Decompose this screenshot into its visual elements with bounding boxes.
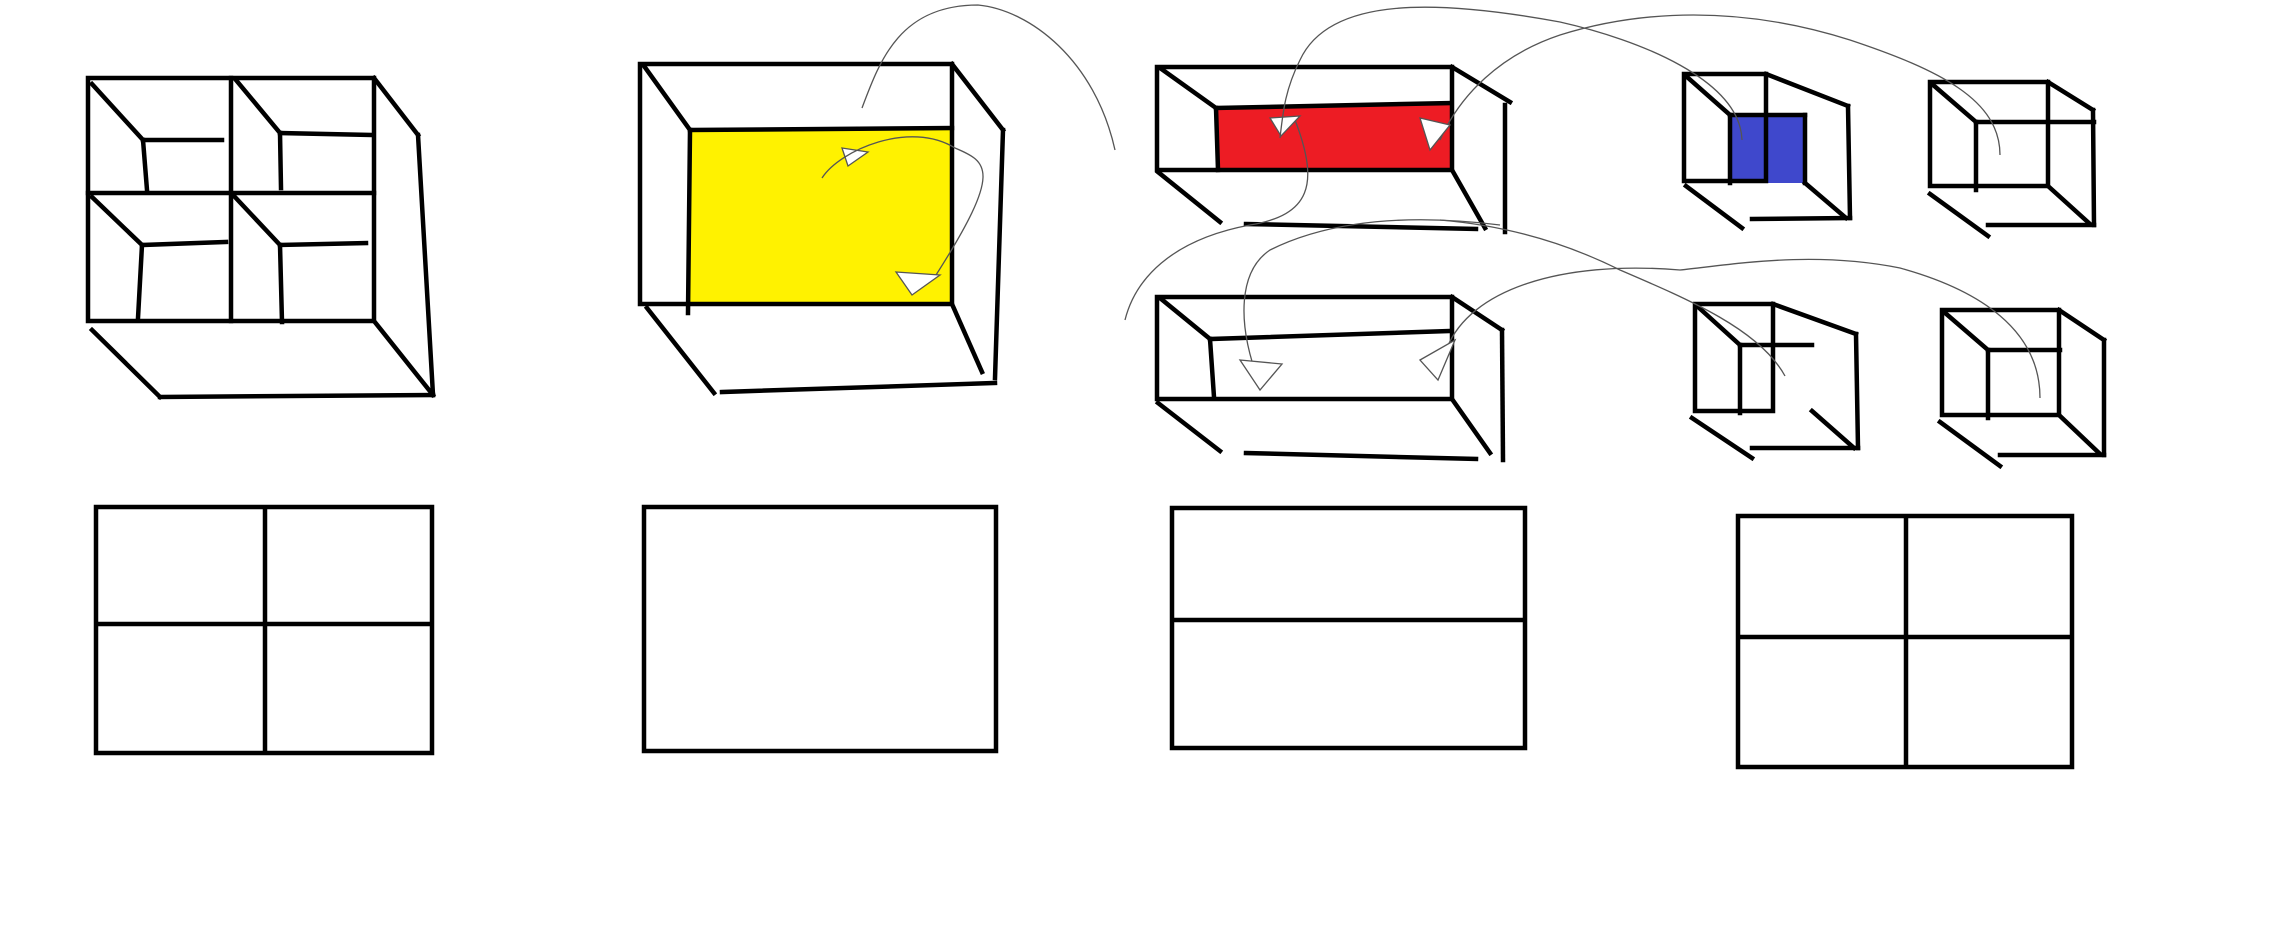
cube-small-1-edge bbox=[1749, 215, 1853, 222]
arrowhead bbox=[1418, 338, 1457, 382]
cube-small-4-edge bbox=[1936, 418, 2004, 470]
cube-small-2-edge bbox=[2044, 182, 2094, 228]
box-half-upper-edge bbox=[1213, 100, 1454, 111]
cube-small-3-edge bbox=[1853, 331, 1861, 451]
box-half-lower-edge bbox=[1448, 293, 1506, 334]
box-half-lower-edge bbox=[1243, 450, 1479, 462]
arrow-red-to-cube1 bbox=[1279, 6, 1743, 141]
box-half-upper bbox=[1154, 63, 1514, 235]
box-half-lower-edge bbox=[1156, 294, 1214, 343]
cube-small-4-edge bbox=[2055, 411, 2104, 458]
grid-1x1-frame bbox=[641, 504, 999, 754]
box-four-cell-edge bbox=[157, 392, 436, 400]
cube-small-4-front bbox=[1939, 307, 2062, 418]
box-half-lower-edge bbox=[1207, 336, 1217, 400]
box-half-lower-edge bbox=[1448, 395, 1494, 457]
box-half-lower-front bbox=[1154, 294, 1455, 402]
grid-2x1-frame bbox=[1169, 505, 1528, 751]
box-four-cell-recess bbox=[230, 192, 284, 249]
box-half-lower-edge bbox=[1499, 327, 1506, 463]
grid-1x1 bbox=[641, 504, 999, 754]
grid-2x2-right bbox=[1735, 513, 2075, 770]
box-single-cell-edge bbox=[948, 60, 1007, 134]
box-half-upper-edge bbox=[1448, 166, 1489, 232]
box-half-upper-edge bbox=[1243, 221, 1479, 232]
grid-2x1 bbox=[1169, 505, 1528, 751]
box-single-cell bbox=[637, 60, 1007, 397]
cube-small-4 bbox=[1936, 306, 2108, 470]
box-four-cell bbox=[85, 74, 437, 401]
box-single-cell-edge bbox=[640, 62, 694, 134]
arrows bbox=[821, 4, 2041, 399]
cube-small-1-edge bbox=[1682, 72, 1734, 119]
cube-small-3-edge bbox=[1688, 414, 1756, 462]
box-four-cell-edge bbox=[88, 326, 164, 401]
box-single-cell-edge bbox=[719, 380, 998, 395]
grid-2x2-left bbox=[93, 504, 435, 756]
cube-small-1-edge bbox=[1801, 179, 1850, 222]
box-half-upper-edge bbox=[1154, 168, 1224, 226]
box-four-cell-recess bbox=[135, 242, 145, 321]
arrow-yellow-to-lower bbox=[821, 136, 984, 289]
box-half-upper-edge bbox=[1448, 63, 1514, 106]
box-four-cell-recess bbox=[277, 240, 369, 248]
cube-small-2 bbox=[1926, 78, 2097, 240]
box-half-lower-edge bbox=[1154, 399, 1224, 455]
cube-small-1-edge bbox=[1682, 182, 1746, 232]
cube-small-3 bbox=[1688, 301, 1861, 462]
cube-small-2-edge bbox=[1926, 190, 1992, 240]
cube-small-1-edge bbox=[1845, 103, 1853, 221]
box-single-cell-edge bbox=[687, 125, 955, 133]
box-four-cell-recess bbox=[88, 80, 147, 144]
arrow-lower-to-cube4 bbox=[1446, 258, 2041, 399]
cube-small-2-edge bbox=[2090, 107, 2097, 228]
cube-small-2-edge bbox=[2044, 78, 2097, 114]
box-four-cell-recess bbox=[277, 242, 285, 325]
box-half-upper-edge bbox=[1156, 64, 1220, 112]
box-four-cell-recess bbox=[139, 239, 229, 248]
box-four-cell-edge bbox=[415, 132, 436, 398]
arrowhead bbox=[894, 271, 942, 296]
box-half-lower bbox=[1154, 293, 1506, 463]
cube-small-1 bbox=[1681, 71, 1853, 232]
box-four-cell-edge bbox=[370, 74, 422, 139]
cube-small-2-edge bbox=[1928, 80, 1980, 126]
cube-small-4-edge bbox=[2055, 306, 2108, 344]
arrow-yellow-to-red bbox=[861, 4, 1116, 151]
cube-small-1-edge bbox=[1763, 71, 1851, 109]
box-single-cell-front bbox=[637, 61, 955, 307]
cube-small-3-edge bbox=[1770, 301, 1859, 337]
cube-small-1-front bbox=[1681, 71, 1769, 184]
arrow-red-to-lower bbox=[1124, 119, 1309, 321]
arrow-red-to-lower-left bbox=[1439, 219, 1786, 377]
box-four-cell-recess bbox=[88, 193, 146, 249]
cube-small-3-edge bbox=[1808, 407, 1858, 452]
cube-small-3-front bbox=[1692, 301, 1776, 414]
red-panel bbox=[1216, 103, 1451, 170]
box-four-cell-recess bbox=[277, 130, 373, 138]
box-single-cell-edge bbox=[643, 304, 718, 397]
box-four-cell-edge bbox=[370, 317, 437, 399]
cube-small-4-edge bbox=[1940, 308, 1992, 354]
arrowhead bbox=[1268, 115, 1302, 138]
arrow-lower-to-cube3 bbox=[1243, 219, 1501, 386]
box-four-cell-recess bbox=[277, 130, 284, 191]
arrowhead bbox=[1419, 117, 1452, 152]
box-four-cell-recess bbox=[140, 137, 150, 193]
box-half-lower-edge bbox=[1207, 328, 1454, 342]
cube-small-2-front bbox=[1927, 79, 2051, 189]
box-four-cell-recess bbox=[232, 76, 284, 137]
box-single-cell-edge bbox=[949, 301, 985, 375]
arrow-red-to-cube2 bbox=[1439, 14, 2001, 156]
box-single-cell-edge bbox=[685, 127, 693, 316]
box-half-upper-edge bbox=[1213, 105, 1221, 173]
cube-small-3-edge bbox=[1693, 302, 1744, 349]
arrowhead bbox=[1238, 359, 1284, 392]
box-single-cell-edge bbox=[992, 127, 1006, 381]
